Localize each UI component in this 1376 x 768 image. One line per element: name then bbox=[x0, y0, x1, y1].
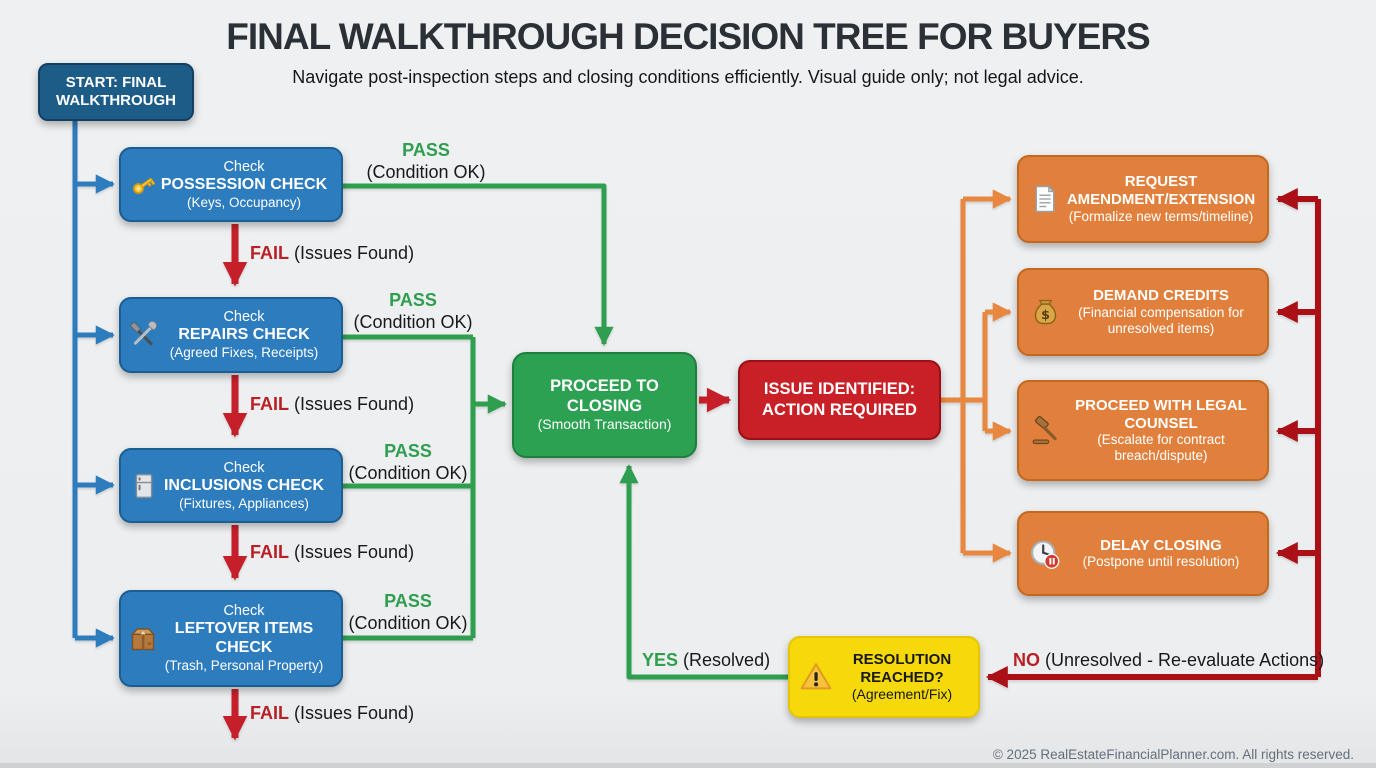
node-demand-credits: $ DEMAND CREDITS (Financial compensation… bbox=[1017, 268, 1269, 356]
node-start: START: FINAL WALKTHROUGH bbox=[38, 63, 194, 121]
resolution-subtitle: (Agreement/Fix) bbox=[851, 686, 953, 703]
check-title: POSSESSION CHECK bbox=[160, 175, 328, 193]
check-title: INCLUSIONS CHECK bbox=[163, 476, 324, 494]
fail-label-3: FAIL (Issues Found) bbox=[250, 542, 415, 562]
check-subtitle: (Agreed Fixes, Receipts) bbox=[169, 345, 319, 361]
package-icon bbox=[129, 625, 157, 653]
yes-label: YES (Resolved) bbox=[642, 650, 771, 670]
node-delay-closing: DELAY CLOSING (Postpone until resolution… bbox=[1017, 511, 1269, 596]
fail-label-1: FAIL (Issues Found) bbox=[250, 243, 415, 263]
node-legal-counsel: PROCEED WITH LEGAL COUNSEL (Escalate for… bbox=[1017, 380, 1269, 481]
check-title: REPAIRS CHECK bbox=[178, 326, 310, 344]
money-bag-icon: $ bbox=[1031, 298, 1060, 327]
node-inclusions-check: Check INCLUSIONS CHECK (Fixtures, Applia… bbox=[119, 448, 343, 523]
node-resolution-reached: RESOLUTION REACHED? (Agreement/Fix) bbox=[788, 636, 980, 718]
action-title: DELAY CLOSING bbox=[1100, 536, 1222, 554]
action-subtitle: (Formalize new terms/timeline) bbox=[1068, 208, 1254, 224]
no-label: NO (Unresolved - Re-evaluate Actions) bbox=[1013, 650, 1325, 670]
check-pre-label: Check bbox=[223, 309, 265, 326]
node-issue-identified: ISSUE IDENTIFIED: ACTION REQUIRED bbox=[738, 360, 941, 440]
start-label: START: FINAL WALKTHROUGH bbox=[56, 74, 176, 109]
node-proceed-to-closing: PROCEED TO CLOSING (Smooth Transaction) bbox=[512, 352, 697, 458]
action-subtitle: (Financial compensation for unresolved i… bbox=[1078, 304, 1244, 336]
warning-icon bbox=[799, 660, 833, 694]
pass-label-4: PASS (Condition OK) bbox=[348, 591, 468, 633]
key-icon bbox=[130, 171, 157, 198]
action-title: DEMAND CREDITS bbox=[1093, 287, 1229, 305]
action-title: PROCEED WITH LEGAL COUNSEL bbox=[1075, 396, 1247, 432]
action-subtitle: (Escalate for contract breach/dispute) bbox=[1097, 432, 1225, 464]
check-subtitle: (Keys, Occupancy) bbox=[186, 194, 302, 210]
refrigerator-icon bbox=[131, 473, 157, 499]
check-subtitle: (Trash, Personal Property) bbox=[164, 657, 324, 673]
edge-yes-resolved bbox=[619, 464, 788, 680]
copyright-footer: © 2025 RealEstateFinancialPlanner.com. A… bbox=[992, 747, 1354, 762]
bottom-strip bbox=[0, 763, 1376, 768]
page-subtitle: Navigate post-inspection steps and closi… bbox=[292, 67, 1084, 87]
action-title: REQUEST AMENDMENT/EXTENSION bbox=[1066, 173, 1256, 209]
node-possession-check: Check POSSESSION CHECK (Keys, Occupancy) bbox=[119, 147, 343, 222]
proceed-title: PROCEED TO CLOSING bbox=[550, 377, 659, 415]
pass-label-2: PASS (Condition OK) bbox=[353, 290, 473, 332]
svg-text:$: $ bbox=[1041, 307, 1050, 322]
clock-pause-icon bbox=[1029, 538, 1060, 569]
check-pre-label: Check bbox=[223, 603, 265, 620]
tools-icon bbox=[129, 321, 157, 349]
check-title: LEFTOVER ITEMS CHECK bbox=[174, 620, 314, 657]
node-repairs-check: Check REPAIRS CHECK (Agreed Fixes, Recei… bbox=[119, 297, 343, 373]
check-pre-label: Check bbox=[223, 158, 265, 175]
fail-label-2: FAIL (Issues Found) bbox=[250, 394, 415, 414]
issue-title: ISSUE IDENTIFIED: ACTION REQUIRED bbox=[762, 379, 917, 419]
edge-pass-1 bbox=[343, 183, 614, 346]
pass-label-1: PASS (Condition OK) bbox=[366, 140, 486, 182]
page-title: FINAL WALKTHROUGH DECISION TREE FOR BUYE… bbox=[226, 16, 1150, 57]
check-subtitle: (Fixtures, Appliances) bbox=[179, 495, 309, 511]
pass-label-3: PASS (Condition OK) bbox=[348, 441, 468, 483]
node-leftover-items-check: Check LEFTOVER ITEMS CHECK (Trash, Perso… bbox=[119, 590, 343, 687]
action-subtitle: (Postpone until resolution) bbox=[1082, 554, 1240, 570]
proceed-subtitle: (Smooth Transaction) bbox=[537, 416, 672, 433]
resolution-title: RESOLUTION REACHED? bbox=[852, 651, 952, 686]
gavel-icon bbox=[1030, 415, 1060, 446]
check-pre-label: Check bbox=[223, 459, 265, 476]
fail-label-4: FAIL (Issues Found) bbox=[250, 703, 415, 723]
node-request-amendment: REQUEST AMENDMENT/EXTENSION (Formalize n… bbox=[1017, 155, 1269, 243]
document-icon bbox=[1030, 184, 1060, 214]
